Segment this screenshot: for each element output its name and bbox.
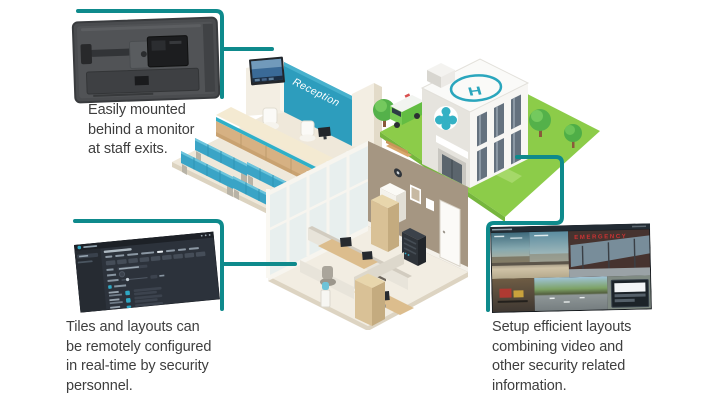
helipad: H: [449, 74, 503, 102]
caption-line: Tiles and layouts can: [66, 319, 200, 335]
water-cooler: [320, 282, 331, 308]
tree: [373, 99, 395, 127]
ambulance: [390, 93, 424, 128]
caption-line: personnel.: [66, 377, 133, 394]
caption-monitor: Easily mounted behind a monitor at staff…: [88, 101, 195, 160]
office-room-illustration: [266, 141, 468, 330]
caption-line: information.: [492, 377, 567, 394]
camera-tile-lobby-2: [529, 231, 569, 263]
caption-video-wall: Setup efficient layouts combining video …: [492, 318, 631, 396]
camera-tile-street: [492, 278, 535, 312]
cubicles: [300, 226, 414, 326]
hospital-building: H: [420, 58, 530, 188]
server-rack: [402, 228, 426, 266]
tree: [529, 109, 551, 137]
reception-chair: [299, 120, 316, 142]
hospital-windows: [477, 94, 521, 182]
config-ui-titlebar: [74, 231, 214, 251]
connector-config-bracket: [73, 219, 224, 311]
camera-tile-lobby-3: [491, 261, 570, 279]
camera-tile-emergency-entrance: EMERGENCY: [568, 229, 651, 278]
office-cabinets: [371, 183, 406, 282]
caption-line: be remotely configured: [66, 338, 212, 355]
config-ui-screenshot: [74, 231, 220, 313]
back-of-monitor-photo: [71, 16, 221, 104]
caption-line: in real-time by security: [66, 358, 209, 374]
caption-line: Setup efficient layouts: [492, 319, 632, 335]
caption-line: at staff exits.: [88, 141, 168, 157]
medical-cross-emblem: [434, 106, 458, 130]
caption-line: behind a monitor: [88, 121, 195, 138]
emergency-sign-text: EMERGENCY: [574, 234, 627, 241]
caption-line: Easily mounted: [88, 102, 186, 118]
camera-tile-road: [534, 276, 608, 312]
caption-line: other security related: [492, 358, 626, 374]
config-ui-sidebar: [74, 248, 107, 313]
reception-chair: [261, 107, 279, 130]
config-ui-main: [103, 247, 206, 309]
connector-monitor-bracket: [76, 9, 224, 99]
reception-desk-monitor: [318, 126, 331, 140]
video-wall-info-panel: [607, 275, 651, 310]
caption-config-ui: Tiles and layouts can be remotely config…: [66, 318, 211, 396]
camera-tile-lobby-1: [491, 232, 530, 263]
video-wall-screenshot: EMERGENCY: [490, 223, 652, 313]
caption-line: combining video and: [492, 338, 624, 355]
tree: [564, 124, 582, 148]
reception-wall-monitor: [249, 56, 285, 86]
config-ui-toggle-rows: [108, 286, 164, 309]
config-ui-toolbar: [105, 251, 206, 266]
glass-wall: [266, 141, 369, 281]
helipad-letter: H: [467, 85, 484, 99]
connector-hospital-to-videowall: [486, 155, 564, 312]
video-wall-titlebar: [490, 223, 651, 233]
